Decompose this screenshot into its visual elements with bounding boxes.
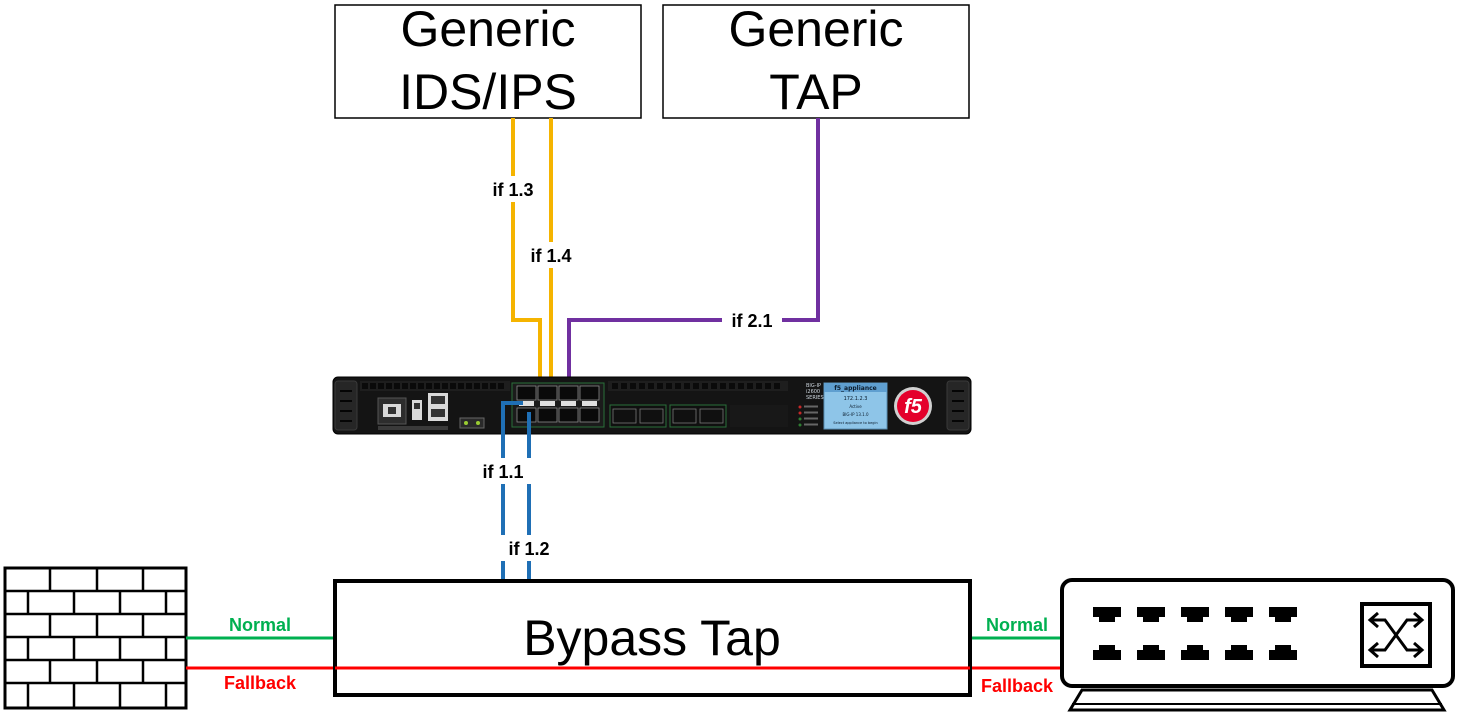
model-line-2: i2600 <box>806 389 820 395</box>
ids-ips-title-line2: IDS/IPS <box>399 64 577 120</box>
lcd-version: BIG-IP 13.1.0 <box>842 412 869 417</box>
if-1-4-label: if 1.4 <box>530 246 571 266</box>
model-line-1: BIG-IP <box>806 383 821 389</box>
switch-port-row <box>1093 607 1297 660</box>
ids-ips-box: Generic IDS/IPS <box>334 1 642 120</box>
firewall-icon <box>3 566 188 710</box>
fallback-label-right: Fallback <box>981 676 1054 696</box>
generic-tap-box: Generic TAP <box>662 1 970 120</box>
network-switch-icon <box>1060 578 1455 712</box>
lcd-hint: Select appliance to begin <box>833 421 877 425</box>
switch-crossover-icon <box>1360 602 1432 668</box>
fallback-label-left: Fallback <box>224 673 297 693</box>
tap-title-line1: Generic <box>728 1 903 57</box>
lcd-ip: 172.1.2.3 <box>844 396 868 402</box>
lcd-state: Active <box>849 404 862 409</box>
if-1-1-label: if 1.1 <box>482 462 523 482</box>
ids-ips-title-line1: Generic <box>400 1 575 57</box>
link-if-2-1 <box>567 118 820 395</box>
lcd-title: f5_appliance <box>834 385 876 392</box>
left-handle <box>334 380 358 431</box>
link-if-1-3 <box>511 118 542 395</box>
model-line-3: SERIES <box>806 395 824 401</box>
bypass-tap-label: Bypass Tap <box>523 610 781 666</box>
if-1-2-label: if 1.2 <box>508 539 549 559</box>
right-handle <box>946 380 970 431</box>
tap-title-line2: TAP <box>769 64 863 120</box>
normal-label-left: Normal <box>229 615 291 635</box>
if-2-1-label: if 2.1 <box>731 311 772 331</box>
svg-text:f5: f5 <box>904 396 923 418</box>
bypass-tap-box: Bypass Tap <box>333 579 972 697</box>
usb-port-icon <box>412 400 422 420</box>
qsfp-port-group-1 <box>609 404 667 428</box>
f5-appliance: BIG-IP i2600 SERIES f5_appliance 172.1.2… <box>332 376 972 435</box>
normal-label-right: Normal <box>986 615 1048 635</box>
if-1-3-label: if 1.3 <box>492 180 533 200</box>
f5-logo: f5 <box>894 387 932 425</box>
status-led-column <box>798 405 818 427</box>
qsfp-port-group-2 <box>669 404 727 428</box>
link-if-1-1 <box>501 401 523 581</box>
